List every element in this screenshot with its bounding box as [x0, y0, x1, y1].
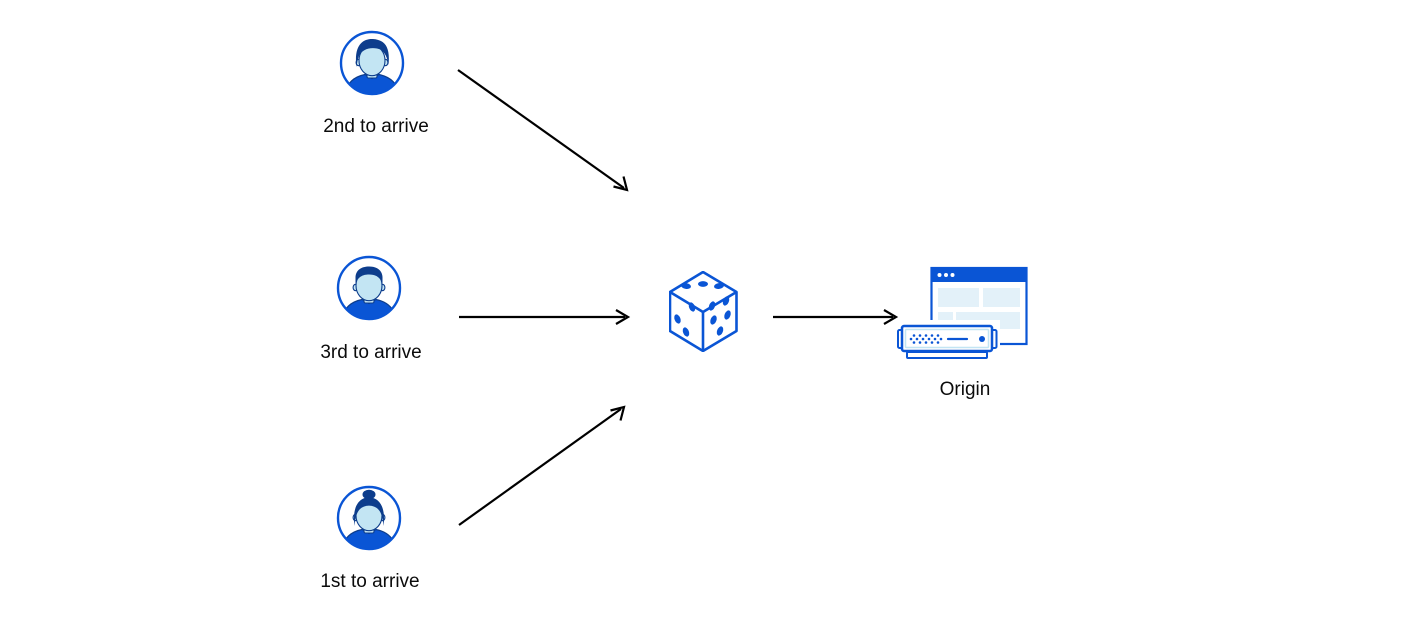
user-label-3rd: 3rd to arrive: [320, 342, 422, 363]
male-avatar-icon: [336, 255, 402, 321]
user-node-3rd: [335, 254, 403, 322]
origin-node: [895, 258, 1030, 363]
user-label-2nd: 2nd to arrive: [323, 116, 429, 137]
user-node-1st: [335, 484, 403, 552]
arrow-user1st-to-dice: [458, 405, 626, 526]
user-label-1st: 1st to arrive: [320, 571, 420, 592]
server-vent-dots: [909, 334, 943, 344]
origin-label: Origin: [939, 379, 991, 400]
male-avatar-icon: [339, 30, 405, 96]
dice-icon: [668, 270, 738, 353]
arrow-dice-to-origin: [773, 309, 899, 325]
arrow-user3rd-to-dice: [459, 309, 631, 325]
dice-node: [668, 270, 738, 353]
origin-server-browser-icon: [896, 266, 1028, 361]
female-avatar-icon: [336, 485, 402, 551]
user-node-2nd: [338, 29, 406, 97]
arrow-user2nd-to-dice: [457, 69, 629, 192]
